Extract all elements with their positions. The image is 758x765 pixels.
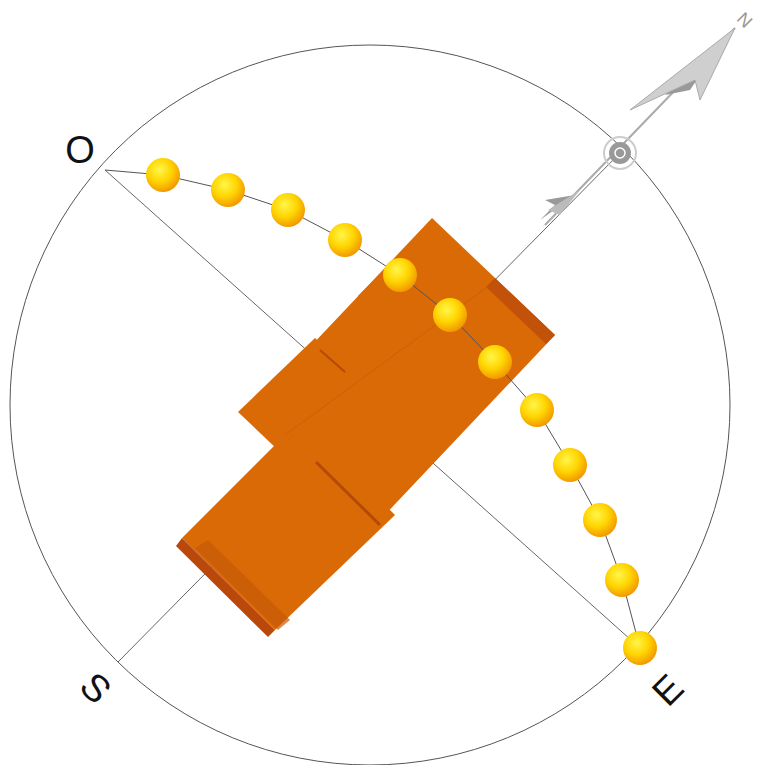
building [176,218,555,637]
west-east-line [105,170,640,648]
sun-path-line [105,170,640,648]
west-label: O [65,131,95,169]
east-label: E [646,668,691,713]
south-label: S [74,666,119,711]
sun-positions [146,158,657,665]
horizon-circle [10,45,730,765]
north-label: N [733,9,755,31]
south-north-line [118,153,620,662]
north-arrow [540,28,735,225]
